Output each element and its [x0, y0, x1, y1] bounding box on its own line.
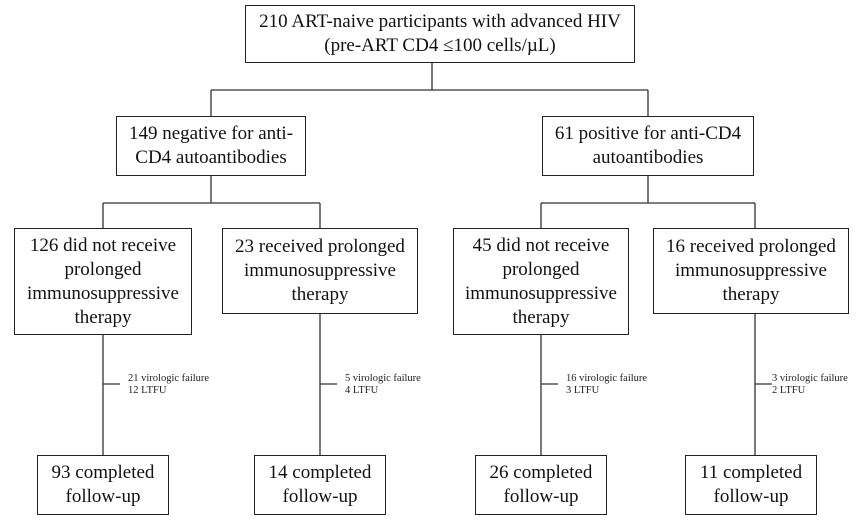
outcome-box-3: 26 completed follow-up [475, 455, 607, 515]
subgroup-4-line2: immunosuppressive [674, 260, 827, 281]
outcome-1-line1: 93 completed [51, 462, 155, 483]
root-box: 210 ART-naive participants with advanced… [245, 5, 635, 63]
loss-4-ltfu: 2 LTFU [772, 385, 806, 396]
subgroup-3-line2: prolonged [502, 258, 580, 280]
subgroup-box-2: 23 received prolonged immunosuppressive … [222, 228, 418, 314]
loss-note-4: 3 virologic failure 2 LTFU [772, 373, 848, 397]
outcome-box-4: 11 completed follow-up [685, 455, 817, 515]
subgroup-box-4: 16 received prolonged immunosuppressive … [653, 228, 849, 314]
outcome-4-line1: 11 completed [699, 462, 803, 483]
loss-1-failure: 21 virologic failure [128, 373, 210, 384]
loss-1-ltfu: 12 LTFU [128, 385, 167, 396]
positive-group-box: 61 positive for anti-CD4 autoantibodies [542, 116, 754, 176]
root-line1: 210 ART-naive participants with advanced… [259, 11, 621, 32]
outcome-4-line2: follow-up [713, 486, 789, 507]
loss-note-2: 5 virologic failure 4 LTFU [345, 373, 421, 397]
outcome-2-line1: 14 completed [268, 462, 372, 483]
loss-3-failure: 16 virologic failure [566, 373, 648, 384]
outcome-1-line2: follow-up [65, 486, 141, 507]
outcome-box-1: 93 completed follow-up [37, 455, 169, 515]
loss-2-failure: 5 virologic failure [345, 373, 421, 384]
outcome-3-line1: 26 completed [489, 462, 593, 483]
outcome-2-line2: follow-up [282, 486, 358, 507]
subgroup-2-line2: immunosuppressive [243, 260, 396, 281]
outcome-3-line2: follow-up [503, 486, 579, 507]
subgroup-1-line4: therapy [74, 306, 132, 328]
positive-group-line1: 61 positive for anti-CD4 [554, 123, 742, 144]
subgroup-3-line4: therapy [512, 306, 570, 328]
subgroup-2-line3: therapy [291, 284, 349, 305]
subgroup-4-line3: therapy [722, 284, 780, 305]
loss-note-1: 21 virologic failure 12 LTFU [128, 373, 209, 397]
loss-2-ltfu: 4 LTFU [345, 385, 379, 396]
subgroup-1-line3: immunosuppressive [27, 282, 179, 304]
negative-group-box: 149 negative for anti- CD4 autoantibodie… [116, 116, 306, 176]
subgroup-box-1: 126 did not receive prolonged immunosupp… [14, 228, 192, 335]
subgroup-3-line3: immunosuppressive [465, 282, 617, 304]
subgroup-box-3: 45 did not receive prolonged immunosuppr… [453, 228, 629, 335]
positive-group-line2: autoantibodies [592, 147, 704, 168]
negative-group-line1: 149 negative for anti- [128, 123, 294, 144]
loss-4-failure: 3 virologic failure [772, 373, 848, 384]
loss-note-3: 16 virologic failure 3 LTFU [566, 373, 647, 397]
subgroup-2-line1: 23 received prolonged [235, 236, 405, 257]
root-line2: (pre-ART CD4 ≤100 cells/µL) [324, 35, 556, 56]
subgroup-3-line1: 45 did not receive [472, 234, 610, 256]
subgroup-1-line2: prolonged [64, 258, 142, 280]
outcome-box-2: 14 completed follow-up [254, 455, 386, 515]
negative-group-line2: CD4 autoantibodies [135, 147, 287, 168]
loss-3-ltfu: 3 LTFU [566, 385, 600, 396]
subgroup-1-line1: 126 did not receive [29, 234, 177, 256]
subgroup-4-line1: 16 received prolonged [666, 236, 836, 257]
